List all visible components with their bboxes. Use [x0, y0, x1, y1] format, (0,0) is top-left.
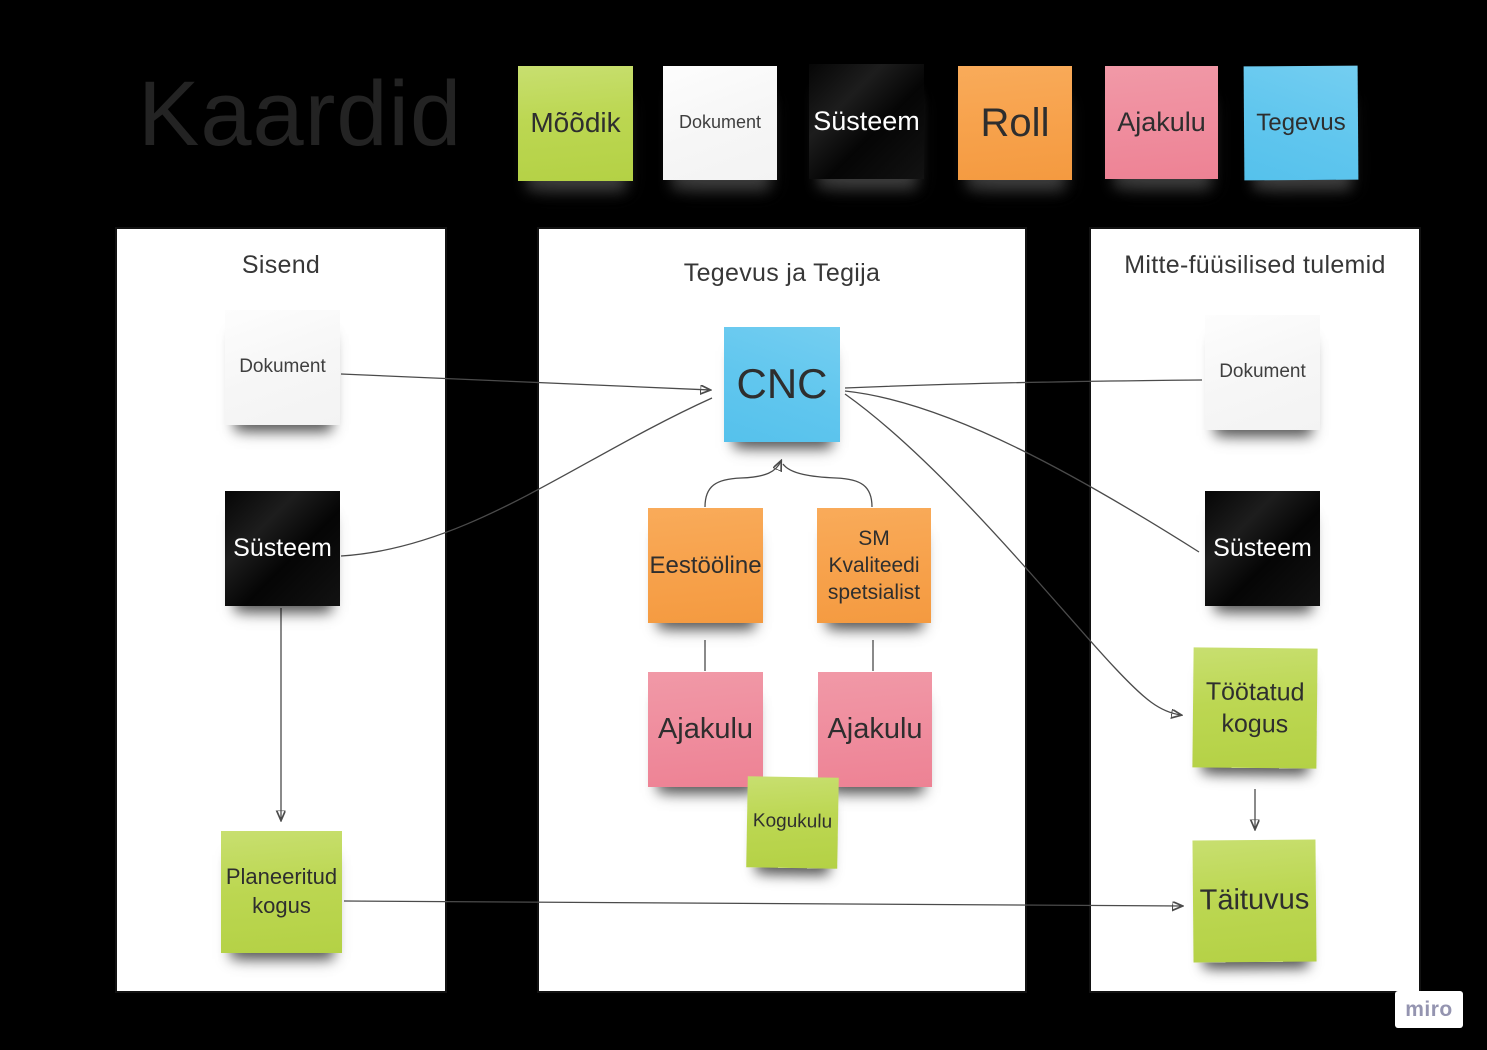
sticky-ajakulu-2[interactable]: Ajakulu — [818, 672, 932, 787]
sticky-kogukulu[interactable]: Kogukulu — [746, 776, 839, 869]
sticky-tootatud-kogus[interactable]: Töötatud kogus — [1192, 647, 1318, 769]
sticky-planeeritud-kogus[interactable]: Planeeritud kogus — [221, 831, 342, 953]
sticky-sisend-dokument[interactable]: Dokument — [225, 310, 340, 425]
legend-sticky-roll[interactable]: Roll — [958, 66, 1072, 180]
frame-sisend-title[interactable]: Sisend — [241, 251, 321, 279]
miro-logo[interactable]: miro — [1395, 991, 1463, 1028]
frame-tulemid-title[interactable]: Mitte-füüsilised tulemid — [1124, 251, 1386, 279]
board-title[interactable]: Kaardid — [138, 63, 463, 165]
sticky-tulemid-dokument[interactable]: Dokument — [1205, 315, 1320, 430]
legend-sticky-dokument[interactable]: Dokument — [663, 66, 777, 180]
sticky-sisend-susteem[interactable]: Süsteem — [225, 491, 340, 606]
sticky-taituvus[interactable]: Täituvus — [1192, 839, 1317, 963]
sticky-sm-kvaliteedi-spetsialist[interactable]: SM Kvaliteedi spetsialist — [817, 508, 931, 623]
legend-sticky-susteem[interactable]: Süsteem — [809, 64, 924, 179]
legend-sticky-ajakulu[interactable]: Ajakulu — [1105, 66, 1218, 179]
sticky-cnc[interactable]: CNC — [724, 327, 840, 442]
sticky-eestooline[interactable]: Eestööline — [648, 508, 763, 623]
legend-sticky-tegevus[interactable]: Tegevus — [1243, 65, 1359, 181]
sticky-ajakulu-1[interactable]: Ajakulu — [648, 672, 763, 787]
frame-tegevus-title[interactable]: Tegevus ja Tegija — [683, 259, 881, 287]
sticky-tulemid-susteem[interactable]: Süsteem — [1205, 491, 1320, 606]
legend-sticky-moodik[interactable]: Mõõdik — [518, 66, 633, 181]
